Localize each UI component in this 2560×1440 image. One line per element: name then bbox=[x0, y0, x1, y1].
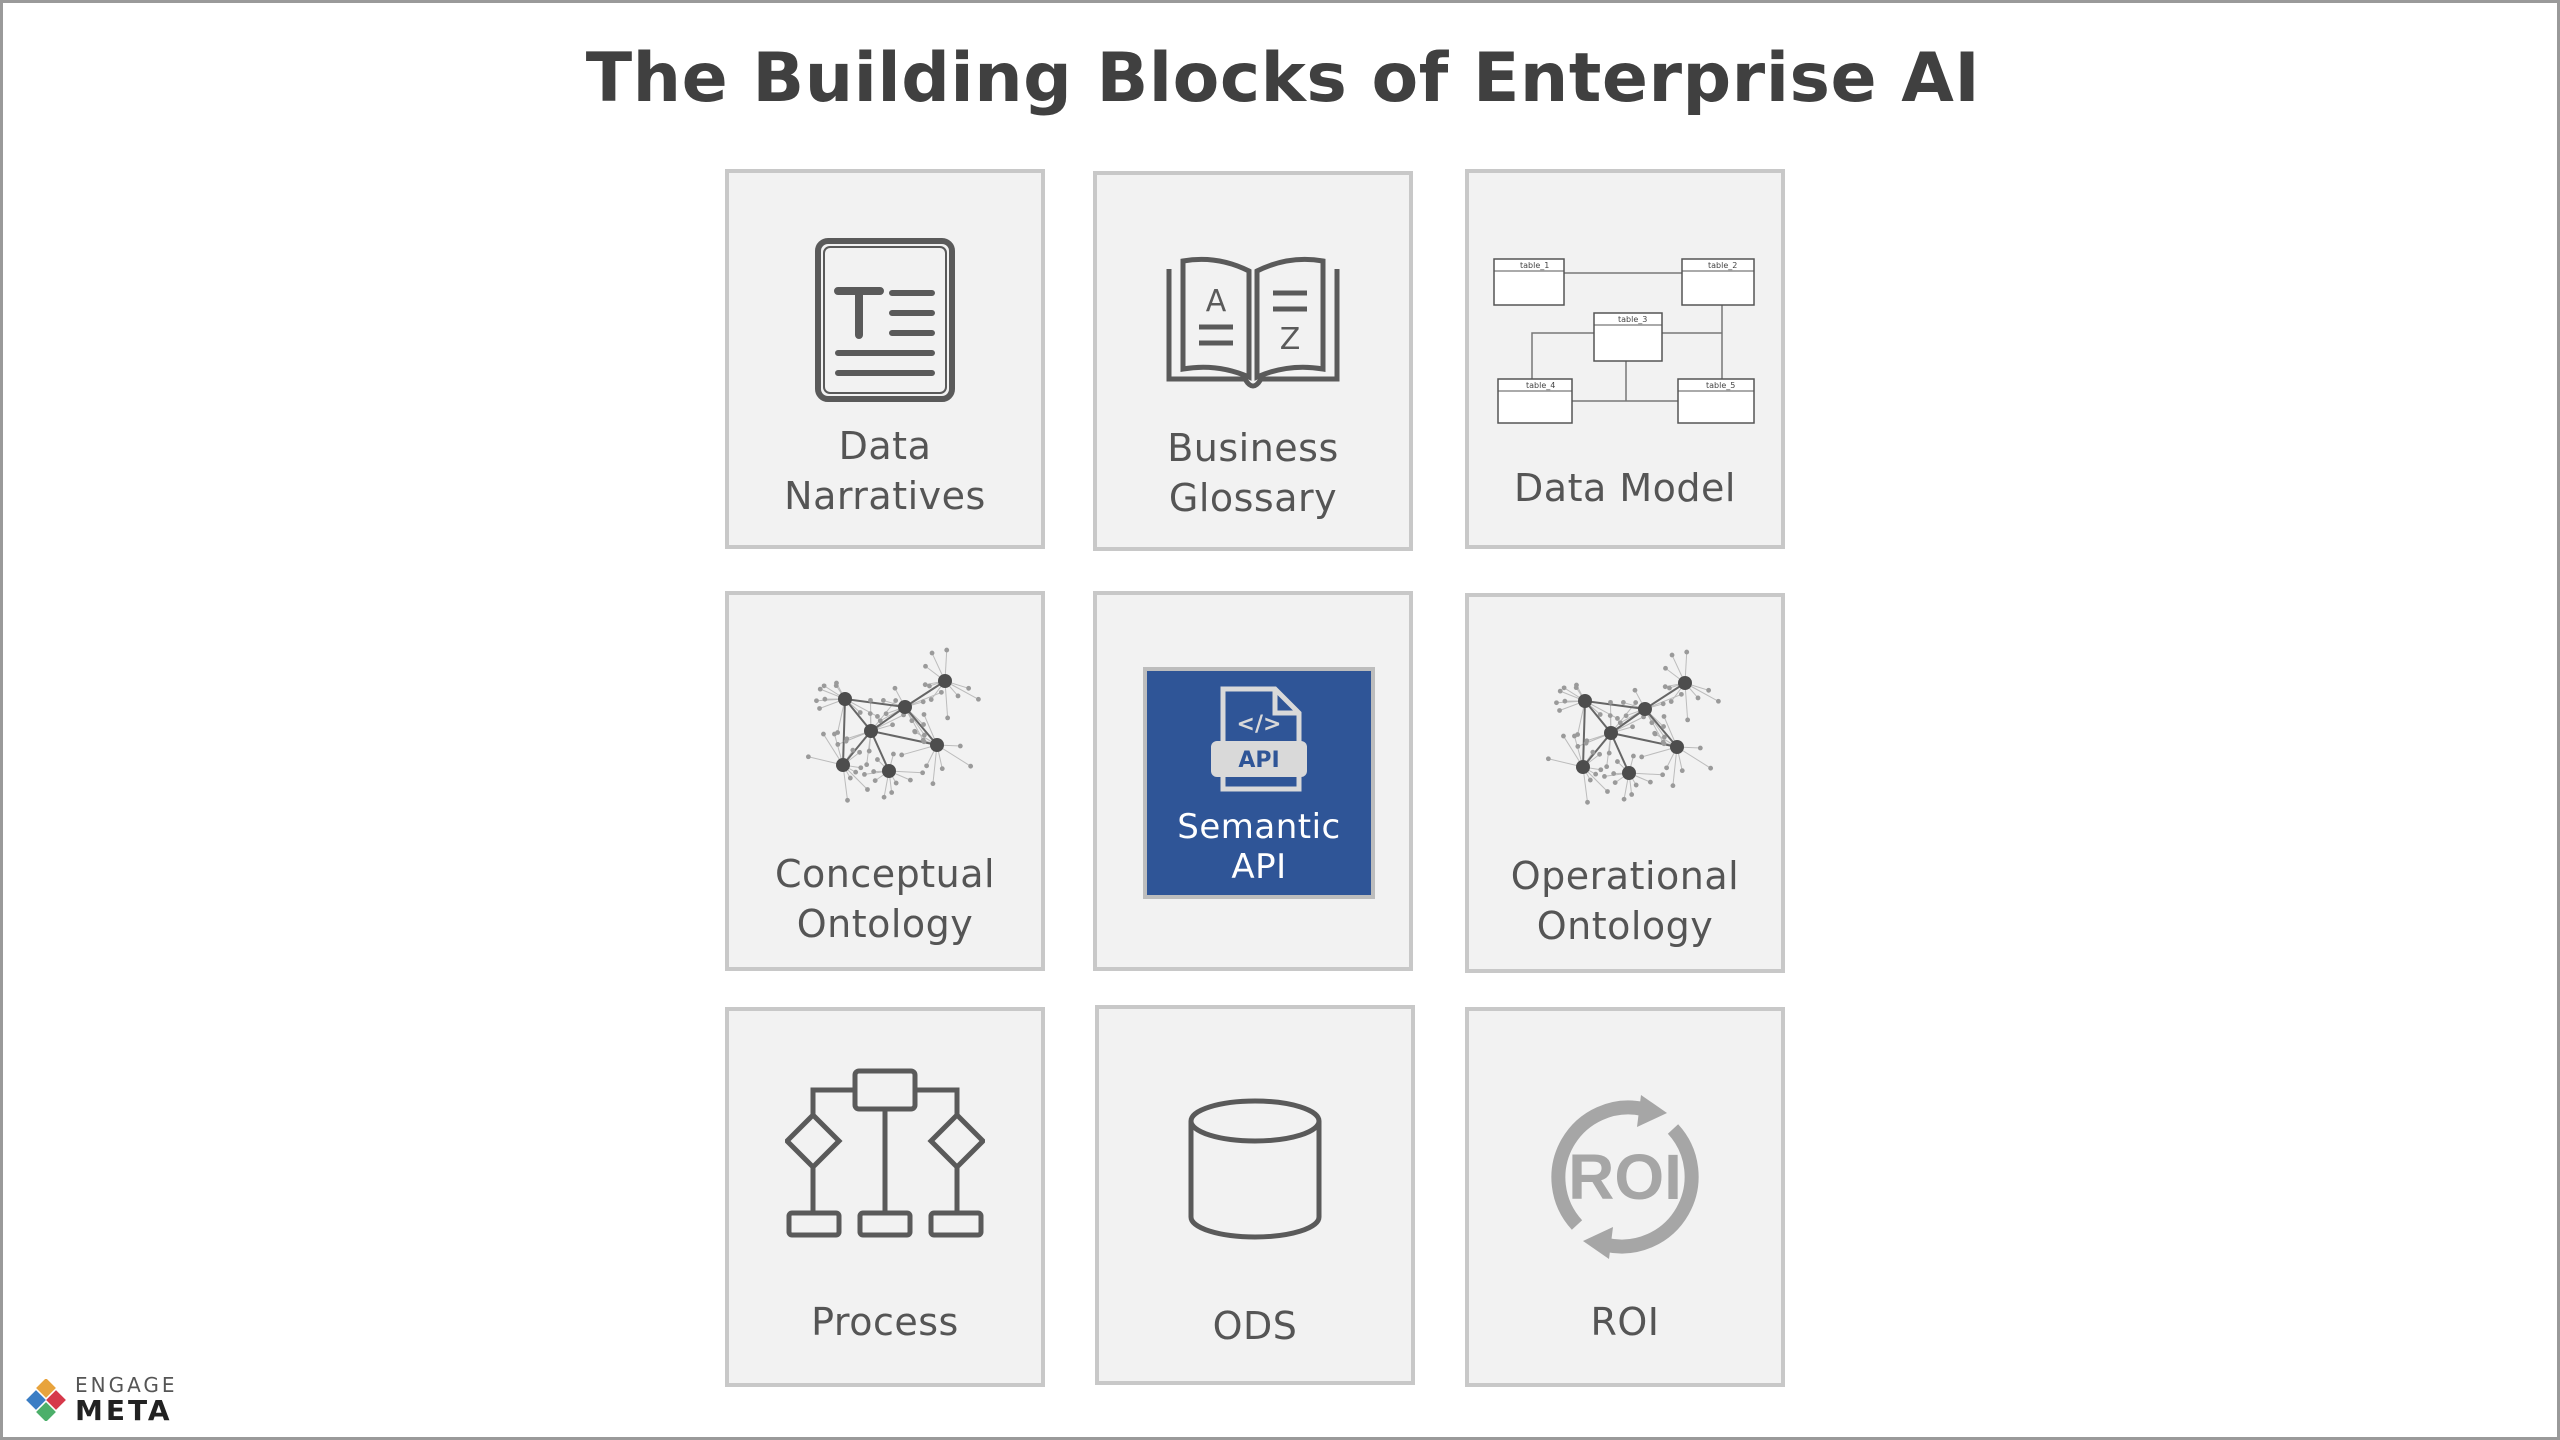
tile-business-glossary: A Z Business Glossary bbox=[1093, 171, 1413, 551]
tile-label: Operational Ontology bbox=[1469, 851, 1781, 951]
tile-label-line: Data bbox=[838, 424, 932, 468]
tile-data-model: table_1 table_2 table_3 table_4 table_5 … bbox=[1465, 169, 1785, 549]
entity-relationship-diagram-icon: table_1 table_2 table_3 table_4 table_5 bbox=[1469, 251, 1781, 427]
tile-label: Data Model bbox=[1469, 463, 1781, 513]
tile-label-line: Business bbox=[1167, 426, 1339, 470]
tile-conceptual-ontology: Conceptual Ontology bbox=[725, 591, 1045, 971]
table-label: table_3 bbox=[1618, 315, 1647, 324]
tile-label-line: ODS bbox=[1212, 1304, 1298, 1348]
tile-label: Process bbox=[729, 1297, 1041, 1347]
tile-label-line: Process bbox=[811, 1300, 959, 1344]
tile-data-narratives: Data Narratives bbox=[725, 169, 1045, 549]
tile-label: Business Glossary bbox=[1097, 423, 1409, 523]
tile-ods: ODS bbox=[1095, 1005, 1415, 1385]
tile-label-line: Narratives bbox=[784, 474, 986, 518]
glossary-letter-z: Z bbox=[1280, 322, 1301, 357]
tile-process: Process bbox=[725, 1007, 1045, 1387]
tile-label-line: Ontology bbox=[1536, 904, 1714, 948]
tile-label-line: Glossary bbox=[1168, 476, 1338, 520]
tile-label-line: Semantic bbox=[1177, 807, 1341, 847]
tile-label: ROI bbox=[1469, 1297, 1781, 1347]
tile-label-line: Ontology bbox=[796, 902, 974, 946]
table-label: table_2 bbox=[1708, 261, 1737, 270]
database-cylinder-icon bbox=[1099, 1097, 1411, 1243]
engage-meta-logo: ENGAGE META bbox=[25, 1375, 178, 1425]
logo-line2: META bbox=[75, 1394, 173, 1427]
open-book-az-icon: A Z bbox=[1097, 255, 1409, 391]
network-graph-icon bbox=[1469, 649, 1781, 829]
table-label: table_4 bbox=[1526, 381, 1555, 390]
tile-operational-ontology: Operational Ontology bbox=[1465, 593, 1785, 973]
logo-line1: ENGAGE bbox=[75, 1373, 178, 1397]
flowchart-icon bbox=[729, 1065, 1041, 1255]
tile-label-line: Operational bbox=[1510, 854, 1740, 898]
table-label: table_1 bbox=[1520, 261, 1549, 270]
api-document-icon: </> API bbox=[1147, 685, 1371, 795]
glossary-letter-a: A bbox=[1206, 284, 1227, 319]
document-text-icon bbox=[729, 235, 1041, 405]
tile-label: Data Narratives bbox=[729, 421, 1041, 521]
tile-label-line: Conceptual bbox=[774, 852, 996, 896]
slide-title: The Building Blocks of Enterprise AI bbox=[585, 39, 1981, 118]
roi-badge-text: ROI bbox=[1568, 1141, 1682, 1213]
api-badge-text: API bbox=[1238, 748, 1279, 773]
tile-label: Conceptual Ontology bbox=[729, 849, 1041, 949]
tile-label: ODS bbox=[1099, 1301, 1411, 1351]
tile-label-line: ROI bbox=[1590, 1300, 1660, 1344]
logo-mark-icon bbox=[26, 1379, 66, 1421]
tile-roi: ROI ROI bbox=[1465, 1007, 1785, 1387]
tile-label-line: API bbox=[1231, 847, 1287, 887]
network-graph-icon bbox=[729, 647, 1041, 827]
api-code-glyph: </> bbox=[1237, 712, 1282, 737]
tile-label-line: Data Model bbox=[1514, 466, 1736, 510]
semantic-api-box: </> API Semantic API bbox=[1143, 667, 1375, 899]
tile-label: Semantic API bbox=[1147, 807, 1371, 887]
roi-cycle-icon: ROI bbox=[1469, 1087, 1781, 1267]
table-label: table_5 bbox=[1706, 381, 1735, 390]
tile-semantic-api: </> API Semantic API bbox=[1093, 591, 1413, 971]
